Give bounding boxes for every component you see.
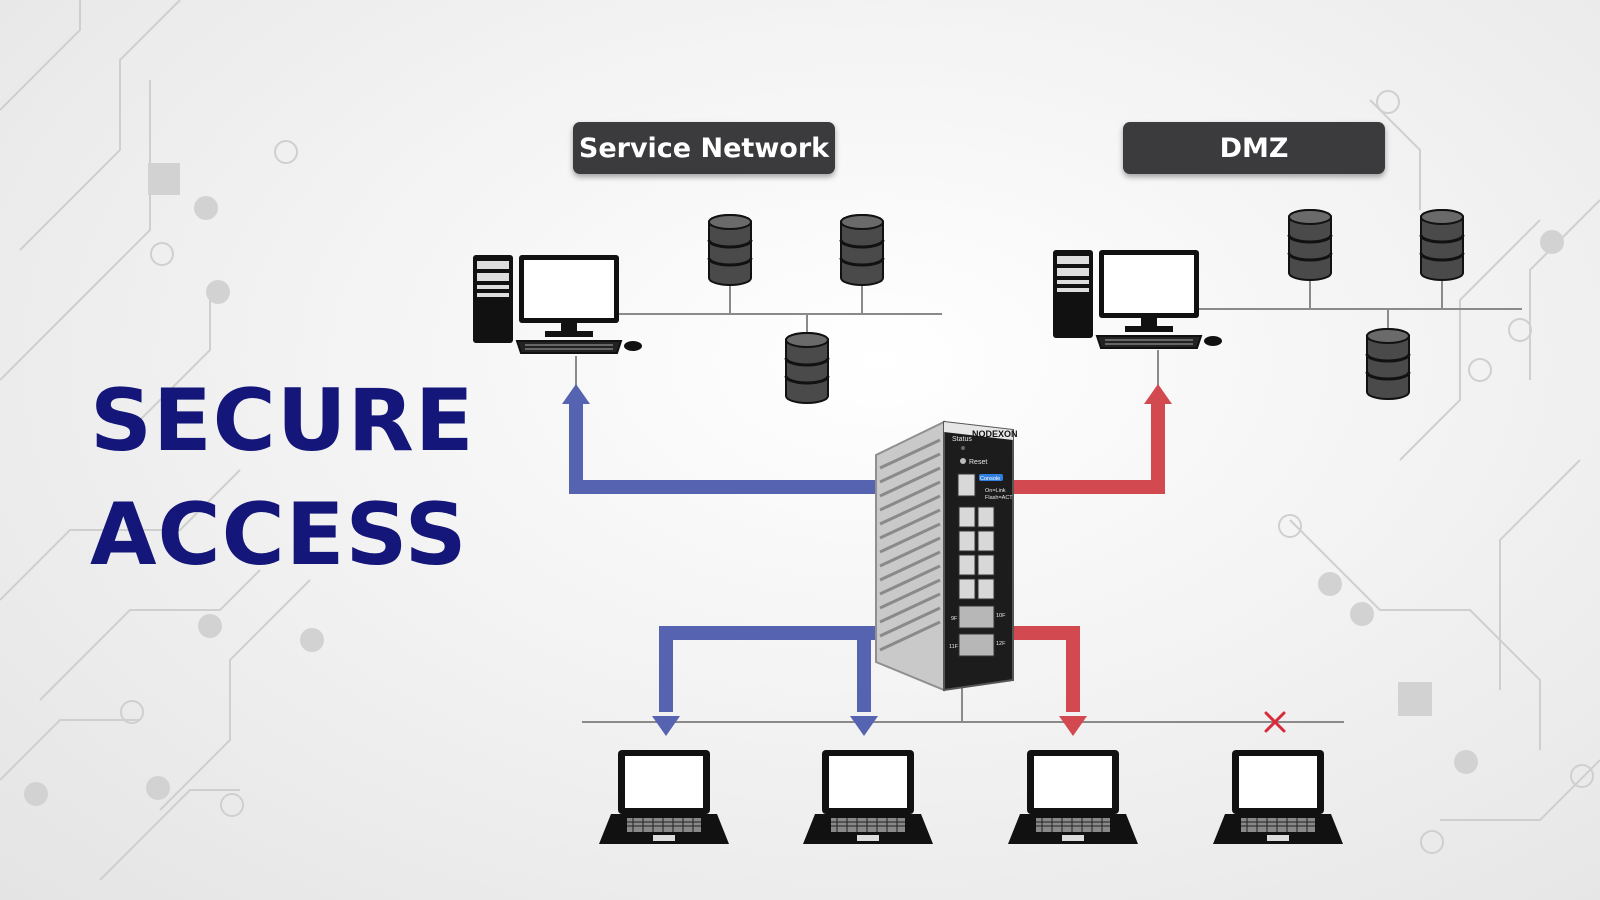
headline-line-1: SECURE — [90, 371, 475, 471]
circuit-dots — [24, 163, 1564, 806]
dmz-bus — [1157, 276, 1522, 385]
arrow-down-icon — [1059, 716, 1087, 736]
network-switch: NODEXON Status Reset Console On=Link Fla… — [875, 420, 1018, 692]
arrow-down-icon — [850, 716, 878, 736]
laptop-icon — [1007, 749, 1139, 845]
circuit-decoration — [0, 0, 1600, 881]
switch-port-label: 11F — [949, 644, 959, 650]
client-bus — [582, 688, 1344, 723]
service-network-label: Service Network — [573, 122, 835, 174]
switch-console-label: Console — [980, 476, 1000, 482]
desktop-computer-icon — [472, 254, 643, 354]
switch-port-label: 12F — [996, 641, 1006, 647]
client-access-path — [659, 626, 876, 712]
switch-port-label: 9F — [951, 616, 958, 622]
service-access-path — [569, 402, 876, 494]
arrow-up-icon — [562, 384, 590, 404]
arrow-down-icon — [652, 716, 680, 736]
switch-port-label: 10F — [996, 613, 1006, 619]
database-icon — [839, 213, 885, 287]
database-icon — [707, 213, 753, 287]
laptop-icon — [598, 749, 730, 845]
switch-led-legend: On=Link — [985, 488, 1006, 494]
arrow-up-icon — [1144, 384, 1172, 404]
x-mark-icon — [1264, 711, 1286, 733]
database-icon — [1365, 327, 1411, 401]
database-icon — [1419, 208, 1465, 282]
switch-status-label: Status — [952, 436, 972, 443]
switch-led-legend: Flash=ACT — [985, 495, 1013, 501]
laptop-icon — [1212, 749, 1344, 845]
dmz-access-path — [1005, 402, 1165, 712]
dmz-label: DMZ — [1123, 122, 1385, 174]
desktop-computer-icon — [1052, 249, 1223, 349]
database-icon — [784, 331, 830, 405]
switch-reset-label: Reset — [969, 459, 987, 466]
database-icon — [1287, 208, 1333, 282]
switch-brand: NODEXON — [972, 429, 1018, 439]
service-network-bus — [575, 280, 942, 385]
headline-line-2: ACCESS — [90, 485, 468, 585]
laptop-icon — [802, 749, 934, 845]
